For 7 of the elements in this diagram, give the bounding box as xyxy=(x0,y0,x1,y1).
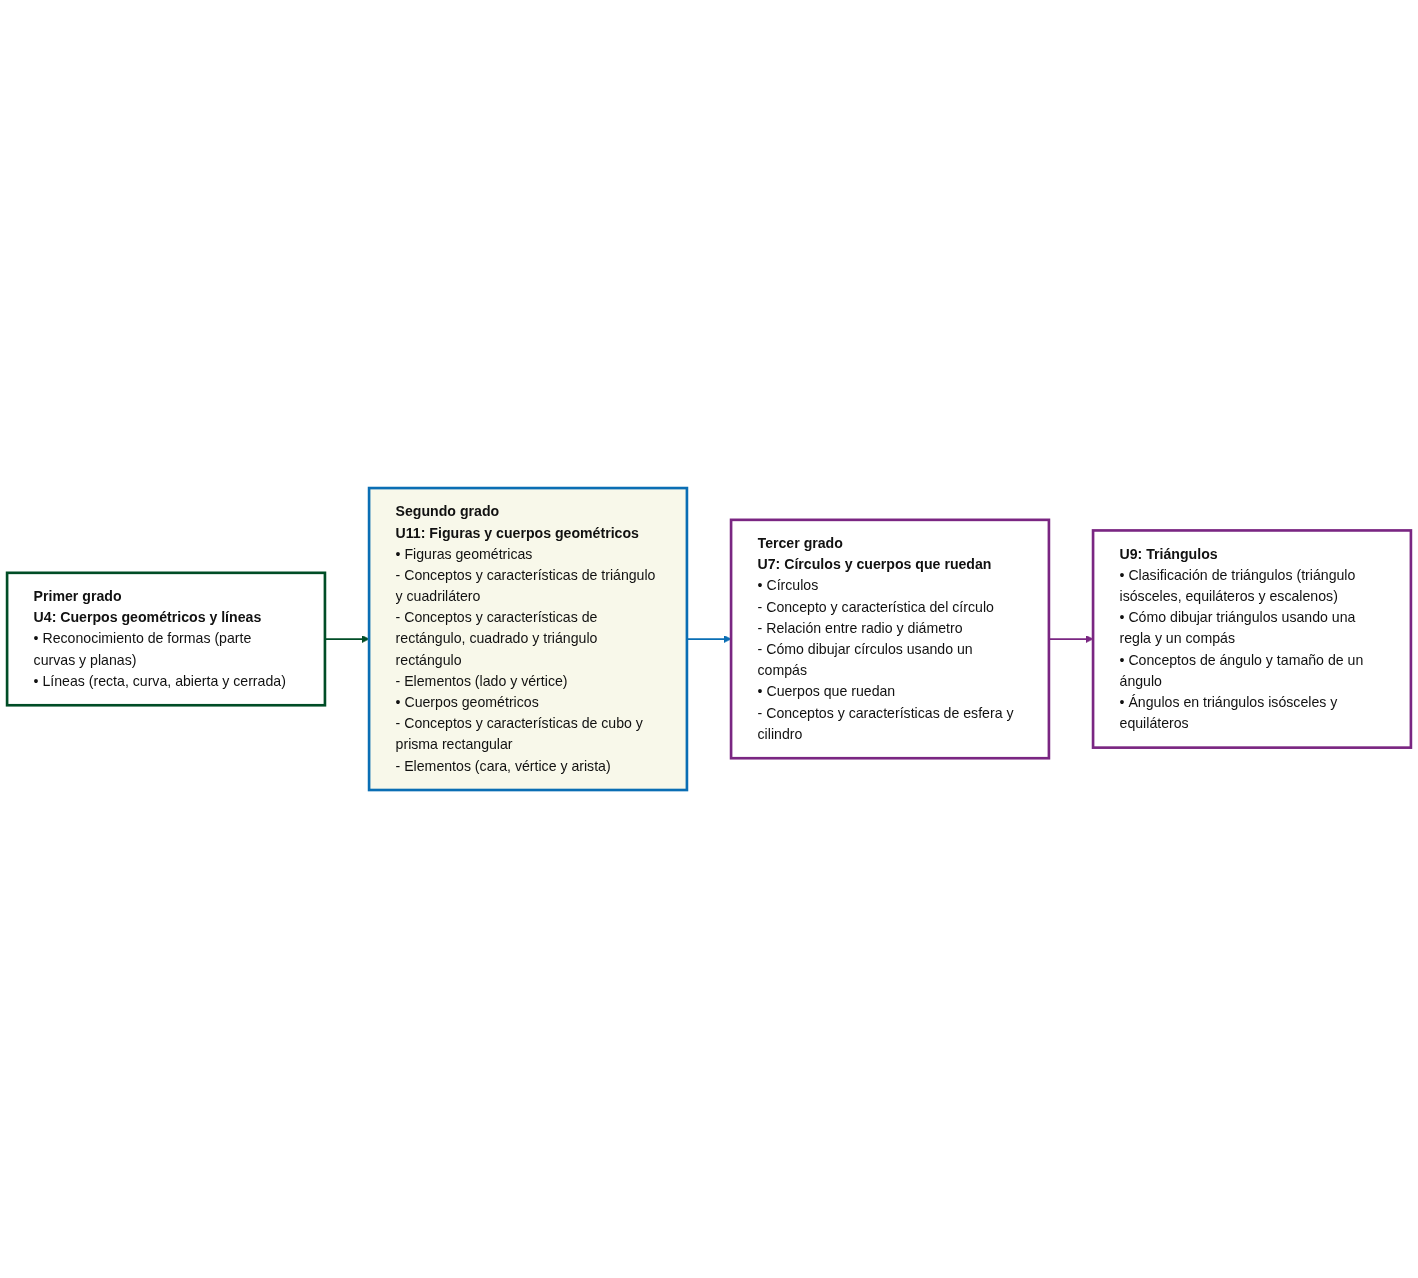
arrow xyxy=(1048,635,1094,643)
arrow xyxy=(324,635,370,643)
node-box: Primer grado U4: Cuerpos geométricos y líneas • Reconocimiento de formas (parte curvas y planas) • Líneas (recta, curva, abierta y cerrada) xyxy=(5,571,327,707)
node-box: Tercer grado U7: Círculos y cuerpos que ruedan • Círculos - Concepto y característica del círculo - Relación entre radio y diámetro - Cómo dibujar círculos usando un compás • Cuerpos que ruedan - Conceptos y características de esfera y cilindro xyxy=(729,518,1051,760)
arrow xyxy=(686,635,732,643)
node-box: U9: Triángulos • Clasificación de triángulos (triángulo isósceles, equiláteros y escalenos) • Cómo dibujar triángulos usando una regla y un compás • Conceptos de ángulo y tamaño de un ángulo • Ángulos en triángulos isósceles y equiláteros xyxy=(1091,529,1413,749)
node-box: Segundo grado U11: Figuras y cuerpos geométricos • Figuras geométricas - Conceptos y características de triángulo y cuadrilátero - Conceptos y características de rectángulo, cuadrado y triángulo rectángulo - Elementos (lado y vértice) • Cuerpos geométricos - Conceptos y características de cubo y prisma rectangular - Elementos (cara, vértice y arista) xyxy=(367,486,689,792)
